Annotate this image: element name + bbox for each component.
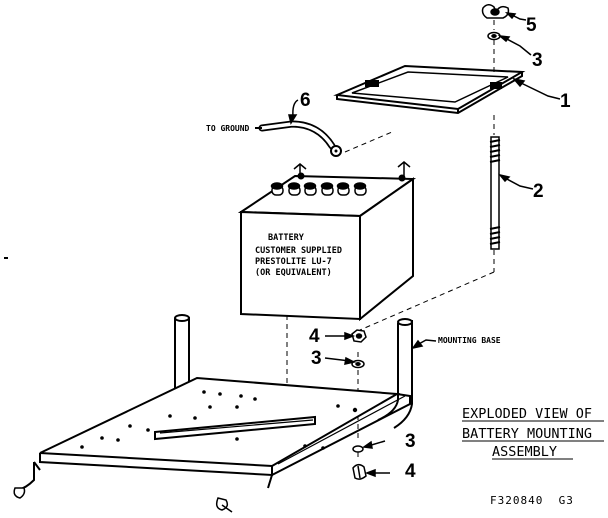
hold-down-frame [337, 66, 522, 113]
callout-4-low: 4 [405, 461, 416, 482]
title-block: EXPLODED VIEW OF BATTERY MOUNTING ASSEMB… [462, 406, 604, 460]
callout-2: 2 [533, 181, 544, 202]
to-ground-label: TO GROUND [206, 124, 250, 133]
figure-code: F320840 G3 [490, 494, 574, 507]
ground-cable [255, 124, 341, 156]
callout-4-mid: 4 [309, 326, 320, 347]
title-line-1: EXPLODED VIEW OF [462, 406, 592, 422]
j-bolt-rod [490, 137, 500, 249]
callout-6: 6 [300, 90, 311, 111]
assembly-axis-lines [287, 20, 494, 460]
mounting-base-label: MOUNTING BASE [438, 336, 501, 345]
callout-3-top: 3 [532, 50, 543, 71]
callout-1: 1 [560, 91, 571, 112]
leader-lines [289, 13, 560, 476]
battery-label: BATTERY [268, 233, 305, 243]
title-line-2: BATTERY MOUNTING [462, 426, 592, 442]
callout-3-mid: 3 [311, 348, 322, 369]
battery [241, 162, 413, 319]
base-feet [14, 488, 232, 512]
mounting-base-holes [80, 390, 358, 450]
battery-label-equivalent: (OR EQUIVALENT) [255, 268, 332, 278]
washer-low [353, 446, 363, 452]
callout-3-low: 3 [405, 431, 416, 452]
battery-label-model: PRESTOLITE LU-7 [255, 257, 332, 267]
wing-nut [483, 5, 509, 18]
callout-5: 5 [526, 15, 537, 36]
nut-mid [352, 330, 366, 342]
title-line-3: ASSEMBLY [492, 444, 557, 460]
battery-label-customer: CUSTOMER SUPPLIED [255, 246, 342, 256]
mounting-base [18, 315, 412, 490]
washer-top [488, 33, 500, 40]
battery-cell-caps [272, 183, 367, 195]
nut-low [353, 465, 366, 479]
